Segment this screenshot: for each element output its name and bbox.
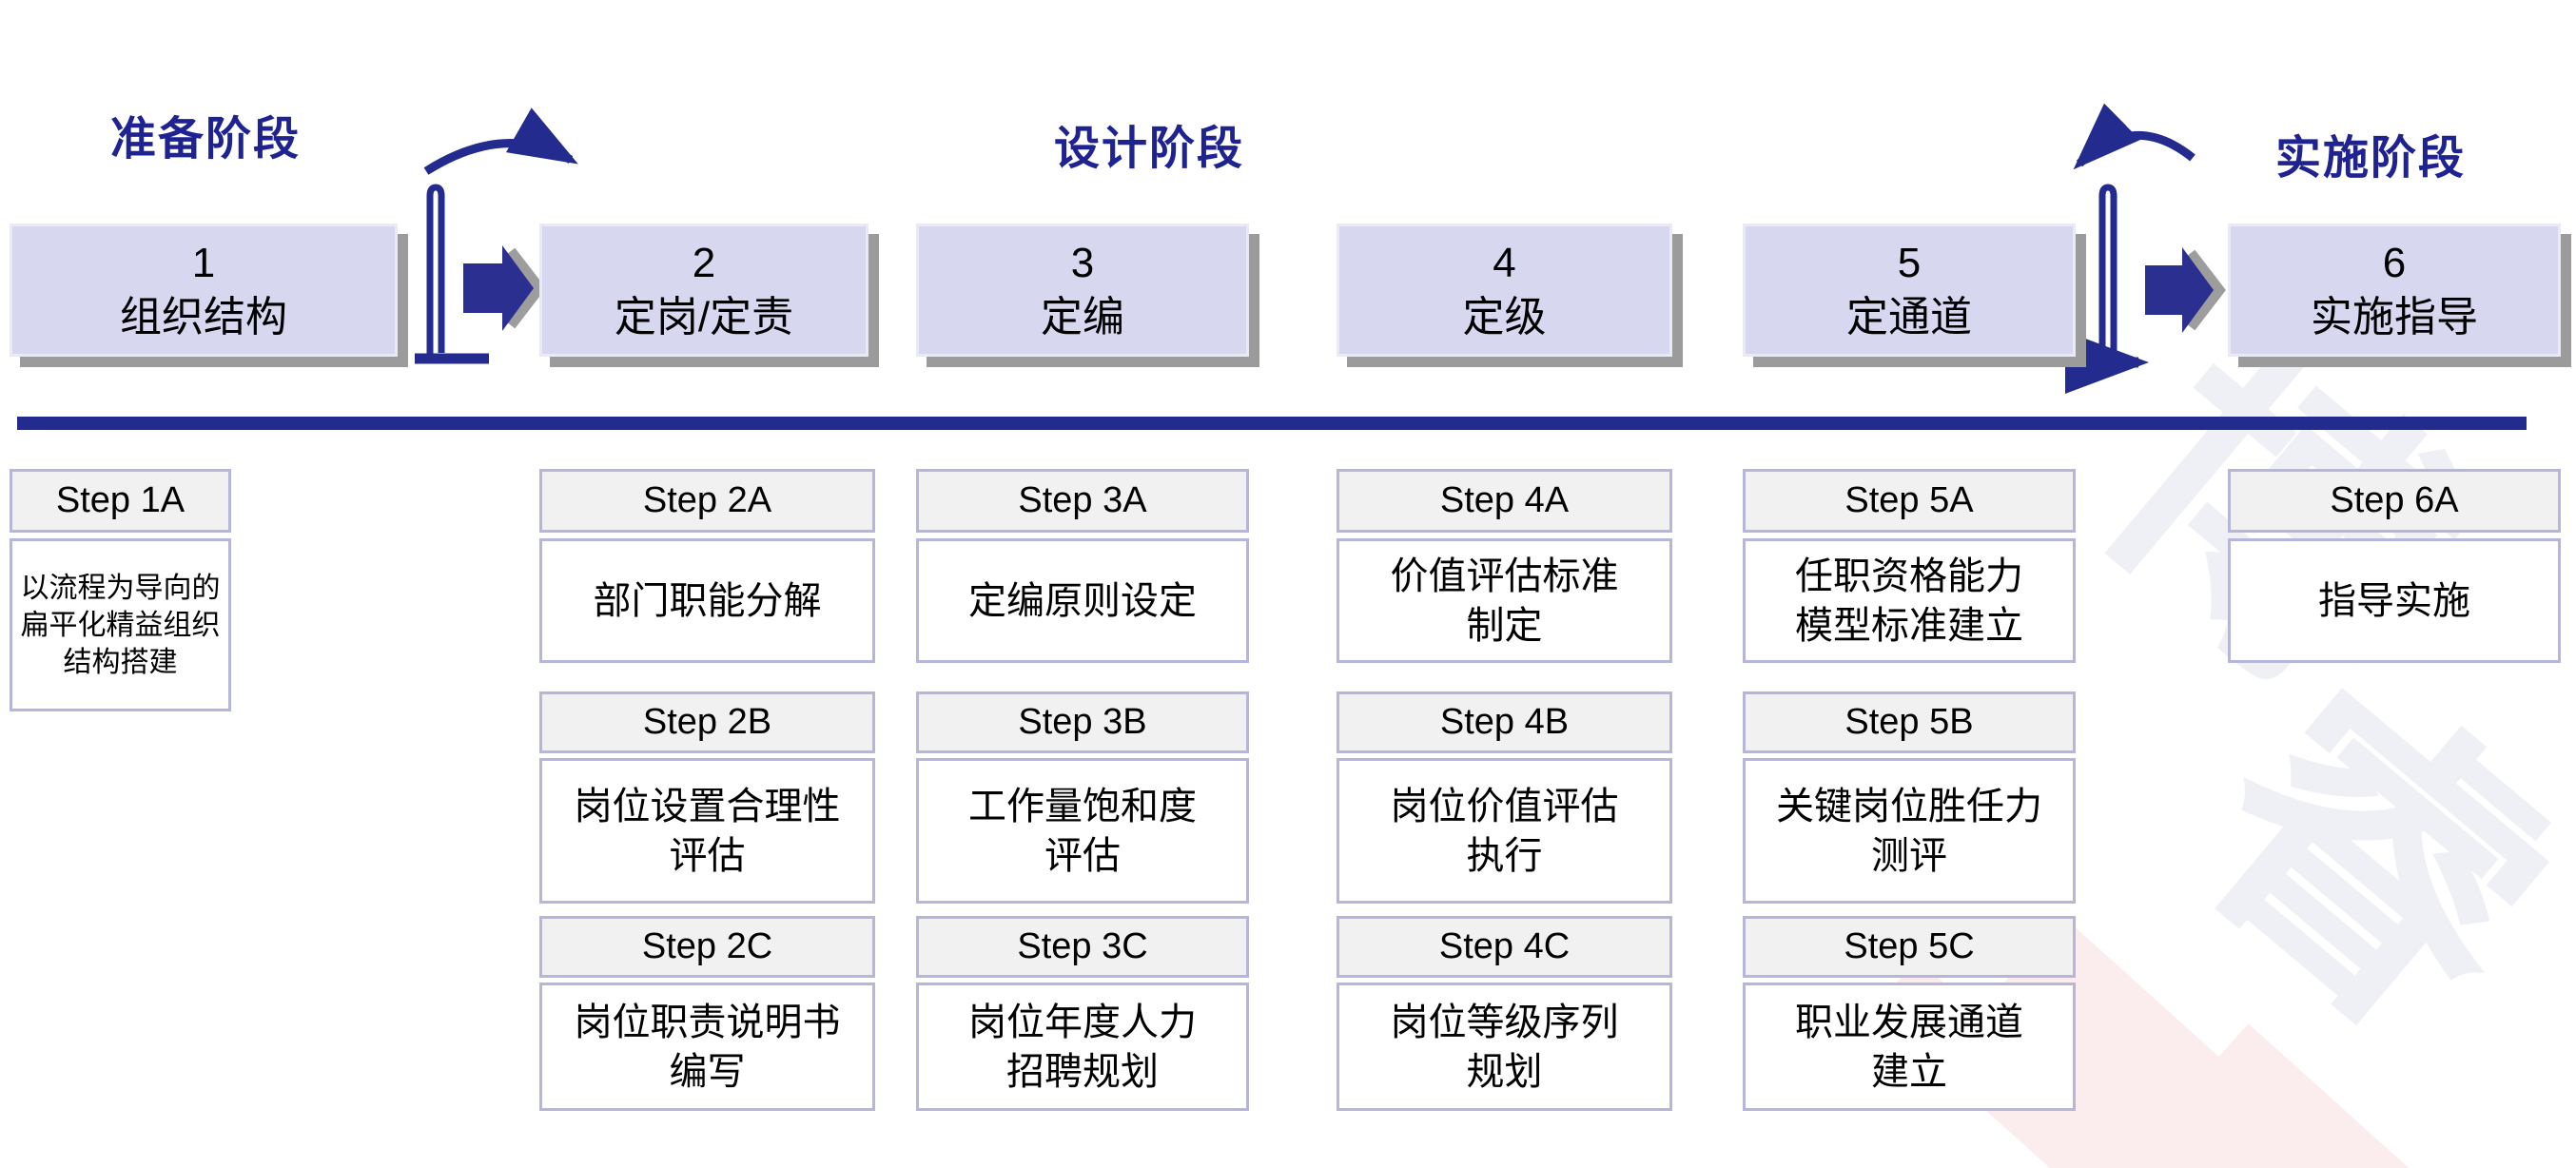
phase-box-6: 6 实施指导 [2228,224,2561,357]
step-header-2c: Step 2C [539,916,875,978]
phase-box-title: 定编 [1041,294,1124,341]
step-body-1a: 以流程为导向的 扁平化精益组织 结构搭建 [10,538,231,711]
phase-box-number: 5 [1897,239,1922,286]
phase-box-1: 1 组织结构 [10,224,398,357]
phase-box-title: 定岗/定责 [614,294,794,341]
step-body-4c: 岗位等级序列 规划 [1337,983,1672,1111]
phase-box-number: 1 [191,239,216,286]
step-body-5c: 职业发展通道 建立 [1743,983,2076,1111]
step-header-3a: Step 3A [916,469,1249,533]
step-body-5b: 关键岗位胜任力 测评 [1743,758,2076,904]
step-body-3c: 岗位年度人力 招聘规划 [916,983,1249,1111]
curve-arrow-left-icon [2073,103,2195,170]
phase-divider-2 [2098,184,2117,360]
step-body-4a: 价值评估标准 制定 [1337,538,1672,663]
step-header-4c: Step 4C [1337,916,1672,978]
step-body-2a: 部门职能分解 [539,538,875,663]
step-body-5a: 任职资格能力 模型标准建立 [1743,538,2076,663]
phase-box-5: 5 定通道 [1743,224,2076,357]
arrow-shadow-chevron [2186,249,2226,331]
curve-arrow-right-icon [423,107,578,175]
phase-box-4: 4 定级 [1337,224,1672,357]
phase-label-preparation: 准备阶段 [110,114,302,165]
step-header-5c: Step 5C [1743,916,2076,978]
phase-label-design: 设计阶段 [1054,124,1245,174]
phase-box-number: 4 [1493,239,1516,286]
horizontal-rule [17,417,2527,430]
step-body-6a: 指导实施 [2228,538,2561,663]
step-body-4b: 岗位价值评估 执行 [1337,758,1672,904]
phase-box-number: 3 [1070,239,1095,286]
step-body-2b: 岗位设置合理性 评估 [539,758,875,904]
step-body-2c: 岗位职责说明书 编写 [539,983,875,1111]
step-header-3b: Step 3B [916,691,1249,753]
step-body-3a: 定编原则设定 [916,538,1249,663]
phase-box-2: 2 定岗/定责 [539,224,868,357]
step-header-2a: Step 2A [539,469,875,533]
flow-arrow-2-icon [2145,247,2214,333]
step-header-3c: Step 3C [916,916,1249,978]
phase-label-implementation: 实施阶段 [2275,133,2467,184]
phase-box-title: 定级 [1462,294,1547,341]
step-header-1a: Step 1A [10,469,231,533]
phase-box-title: 组织结构 [120,294,287,341]
step-header-5a: Step 5A [1743,469,2076,533]
step-header-4a: Step 4A [1337,469,1672,533]
phase-box-3: 3 定编 [916,224,1249,357]
phase-box-number: 6 [2382,239,2407,286]
step-header-2b: Step 2B [539,691,875,753]
step-header-4b: Step 4B [1337,691,1672,753]
step-body-3b: 工作量饱和度 评估 [916,758,1249,904]
phase-box-title: 定通道 [1846,294,1972,341]
flow-arrow-1-icon [463,245,534,331]
phase-box-number: 2 [692,239,716,286]
phase-divider-1 [426,184,445,359]
step-header-6a: Step 6A [2228,469,2561,533]
phase-box-title: 实施指导 [2311,294,2478,341]
step-header-5b: Step 5B [1743,691,2076,753]
